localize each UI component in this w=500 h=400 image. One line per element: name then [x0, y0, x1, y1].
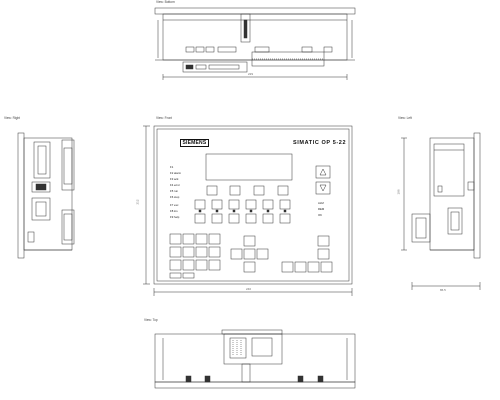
led-label: REM: [318, 207, 325, 211]
led-label: F7 esc: [170, 203, 179, 207]
bottom-view: [154, 7, 356, 80]
led-label: F8 ins: [170, 209, 178, 213]
right-view: [17, 132, 75, 259]
front-view-title: View: Front: [156, 116, 173, 120]
front-width-dimension: 240: [246, 287, 252, 291]
led-label: F6 stop: [170, 195, 180, 199]
led-label: F1: [170, 165, 174, 169]
led-label: F9 help: [170, 215, 180, 219]
left-view: [401, 132, 481, 290]
top-view: [154, 329, 356, 389]
led-label: F4 error: [170, 183, 180, 187]
led-label: ALM: [318, 201, 324, 205]
led-label: F3 ack: [170, 177, 179, 181]
top-view-title: View: Top: [144, 318, 158, 322]
right-view-title: View: Right: [4, 116, 21, 120]
bottom-width-dimension: 229: [248, 72, 254, 76]
front-view: [143, 125, 353, 296]
model-name: SIMATIC OP 5-22: [293, 140, 347, 146]
led-label: F2 alarm: [170, 171, 182, 175]
led-label: OK: [318, 213, 323, 217]
brand-logo: SIEMENS: [180, 139, 209, 147]
left-height-dimension: 196: [396, 189, 401, 195]
front-height-dimension: 212: [135, 199, 140, 205]
bottom-view-title: View: Bottom: [156, 0, 175, 4]
led-label: F5 run: [170, 189, 179, 193]
left-depth-dimension: 86.5: [440, 288, 446, 292]
left-view-title: View: Left: [398, 116, 412, 120]
